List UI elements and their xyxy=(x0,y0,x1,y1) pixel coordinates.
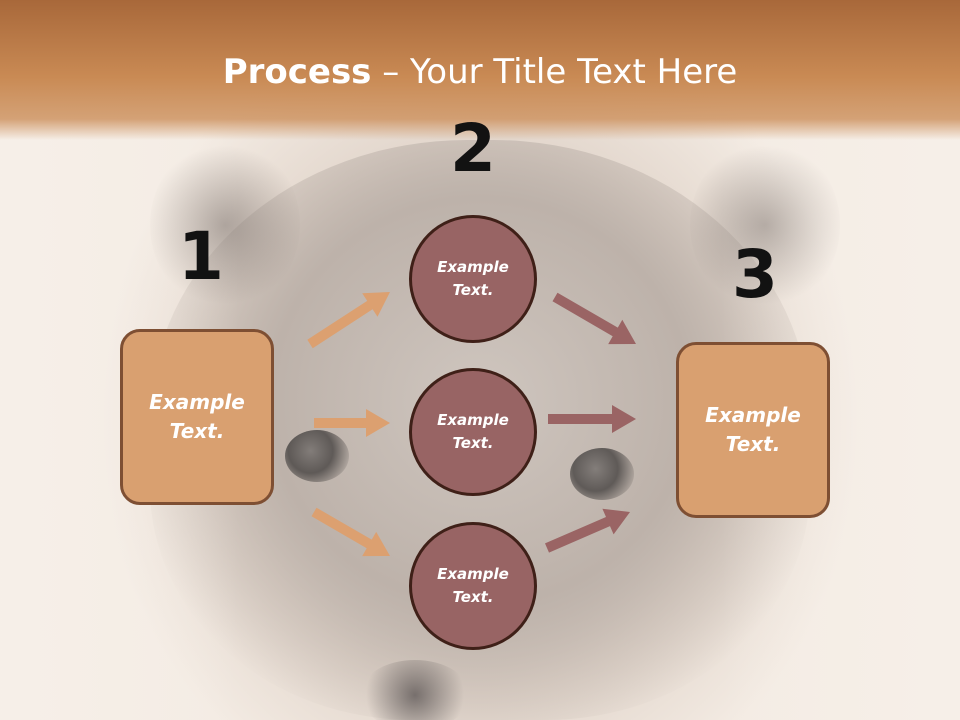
circle-top: Example Text. xyxy=(409,215,537,343)
circle-bottom-text: Example Text. xyxy=(437,565,509,606)
left-box-text: Example Text. xyxy=(149,390,245,443)
arrow-in-top xyxy=(307,292,390,349)
right-box-text: Example Text. xyxy=(705,403,801,456)
arrow-in-bottom xyxy=(311,507,390,557)
slide-title: Process – Your Title Text Here xyxy=(0,52,960,92)
circle-bottom: Example Text. xyxy=(409,522,537,650)
arrow-out-top xyxy=(552,292,636,345)
title-band xyxy=(0,0,960,140)
circle-middle: Example Text. xyxy=(409,368,537,496)
title-bold: Process xyxy=(222,52,372,92)
step-number-3: 3 xyxy=(732,236,778,313)
title-rest: – Your Title Text Here xyxy=(371,52,738,92)
circle-top-text: Example Text. xyxy=(437,258,509,299)
arrow-out-bottom xyxy=(545,508,630,553)
step-number-2: 2 xyxy=(450,110,496,187)
step-number-1: 1 xyxy=(178,218,224,295)
arrow-out-middle xyxy=(548,405,636,433)
right-box: Example Text. xyxy=(676,342,830,518)
left-box: Example Text. xyxy=(120,329,274,505)
circle-middle-text: Example Text. xyxy=(437,411,509,452)
arrow-in-middle xyxy=(314,409,390,437)
